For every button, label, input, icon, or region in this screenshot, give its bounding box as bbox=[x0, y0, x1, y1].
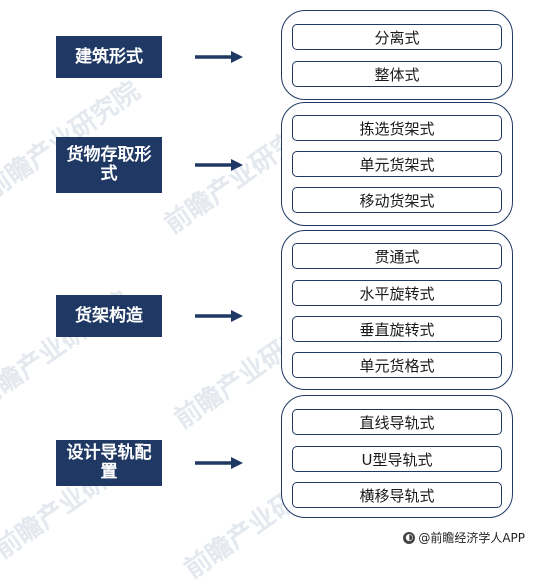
option-item: 横移导轨式 bbox=[292, 482, 502, 508]
option-item: 直线导轨式 bbox=[292, 409, 502, 435]
option-item: 贯通式 bbox=[292, 243, 502, 269]
source-credit: ◐ @前瞻经济学人APP bbox=[403, 529, 525, 546]
arrow-right-icon bbox=[195, 159, 243, 171]
option-item: 分离式 bbox=[292, 24, 502, 50]
category-box: 货架构造 bbox=[56, 295, 162, 337]
option-item: 移动货架式 bbox=[292, 187, 502, 213]
option-item: 单元货格式 bbox=[292, 352, 502, 378]
option-item: 垂直旋转式 bbox=[292, 316, 502, 342]
arrow-right-icon bbox=[195, 310, 243, 322]
at-icon: ◐ bbox=[403, 531, 416, 544]
arrow-right-icon bbox=[195, 51, 243, 63]
arrow-right-icon bbox=[195, 457, 243, 469]
category-box: 设计导轨配置 bbox=[56, 440, 162, 486]
option-item: 整体式 bbox=[292, 61, 502, 87]
option-item: 单元货架式 bbox=[292, 151, 502, 177]
option-item: U型导轨式 bbox=[292, 446, 502, 472]
category-box: 建筑形式 bbox=[56, 36, 162, 78]
option-item: 水平旋转式 bbox=[292, 280, 502, 306]
category-box: 货物存取形式 bbox=[56, 137, 162, 193]
option-item: 拣选货架式 bbox=[292, 115, 502, 141]
credit-text: @前瞻经济学人APP bbox=[418, 531, 525, 545]
